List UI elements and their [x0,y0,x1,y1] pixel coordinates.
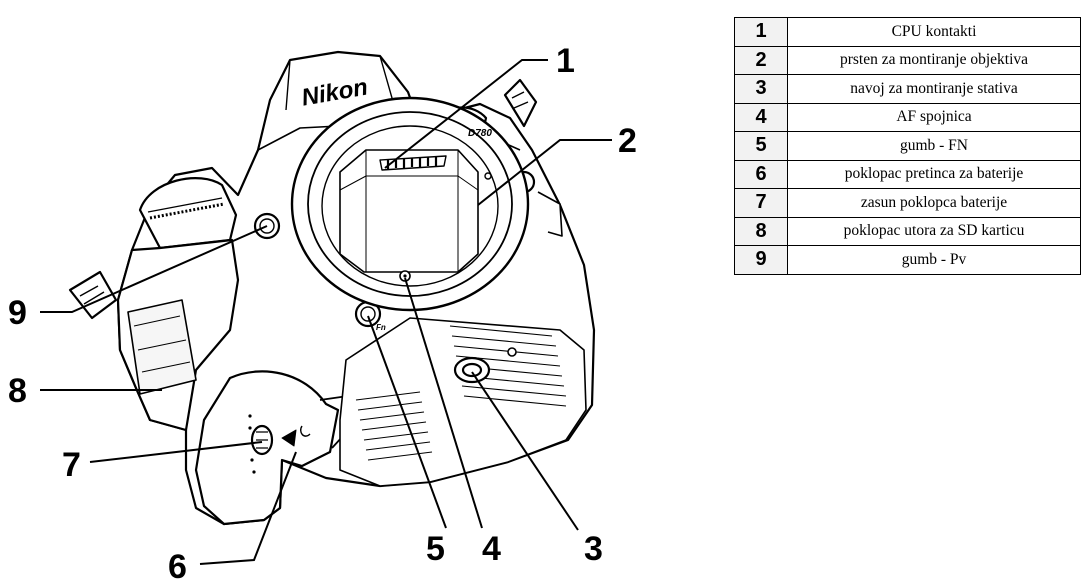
legend-number: 7 [734,188,788,218]
camera-illustration: Fn D780 [68,50,596,526]
legend-row: 3 navoj za montiranje stativa [734,74,1081,104]
legend-row: 2 prsten za montiranje objektiva [734,45,1081,75]
legend-label: poklopac utora za SD karticu [787,216,1081,246]
callout-1: 1 [556,42,575,80]
legend-number: 5 [734,131,788,161]
legend-label: navoj za montiranje stativa [787,74,1081,104]
model-badge: D780 [468,128,492,139]
legend-number: 9 [734,245,788,275]
legend-number: 8 [734,216,788,246]
callout-7: 7 [62,446,81,484]
callout-6: 6 [168,548,187,581]
legend-label: zasun poklopca baterije [787,188,1081,218]
legend-label: gumb - Pv [787,245,1081,275]
legend-number: 2 [734,45,788,75]
legend-row: 7 zasun poklopca baterije [734,188,1081,218]
legend-row: 4 AF spojnica [734,102,1081,132]
legend-row: 5 gumb - FN [734,131,1081,161]
callout-2: 2 [618,122,637,160]
legend-number: 6 [734,159,788,189]
legend-row: 8 poklopac utora za SD karticu [734,216,1081,246]
legend-label: poklopac pretinca za baterije [787,159,1081,189]
legend-number: 4 [734,102,788,132]
legend-number: 3 [734,74,788,104]
leader-lines [40,59,612,565]
callout-4: 4 [482,530,501,568]
callout-3: 3 [584,530,603,568]
callout-8: 8 [8,372,27,410]
fn-button-label: Fn [376,323,386,332]
legend-row: 6 poklopac pretinca za baterije [734,159,1081,189]
legend-number: 1 [734,17,788,47]
legend-row: 1 CPU kontakti [734,17,1081,47]
callout-9: 9 [8,294,27,332]
callout-5: 5 [426,530,445,568]
legend-row: 9 gumb - Pv [734,245,1081,275]
legend-label: CPU kontakti [787,17,1081,47]
legend-table: 1 CPU kontakti 2 prsten za montiranje ob… [734,17,1081,275]
legend-label: AF spojnica [787,102,1081,132]
legend-label: gumb - FN [787,131,1081,161]
camera-diagram: Fn D780 Nikon [8,42,637,581]
bottom-vents [355,325,567,461]
legend-label: prsten za montiranje objektiva [787,45,1081,75]
